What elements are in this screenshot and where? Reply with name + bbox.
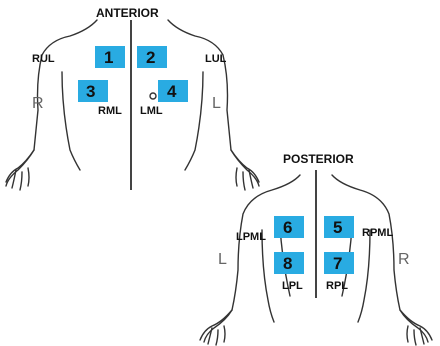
zone-5-number: 5	[333, 218, 342, 237]
label-rpl: RPL	[326, 280, 348, 292]
zone-8-number: 8	[283, 254, 292, 273]
posterior-title: POSTERIOR	[283, 152, 354, 166]
zone-8: 8	[274, 252, 304, 274]
zone-4: 4	[158, 80, 188, 102]
anterior-right-hand	[6, 150, 34, 190]
zone-2-number: 2	[146, 48, 155, 67]
anterior-figure: ANTERIOR RUL LUL RML LML R L 1 2 3 4	[6, 6, 259, 190]
label-posterior-left-side: L	[218, 251, 227, 268]
label-anterior-left-side: L	[212, 95, 221, 112]
zone-1-number: 1	[104, 48, 113, 67]
zone-3-number: 3	[86, 82, 95, 101]
label-lml: LML	[140, 105, 163, 117]
zone-2: 2	[137, 46, 167, 68]
posterior-figure: POSTERIOR LPML RPML LPL RPL L R 6 5 8 7	[200, 152, 432, 345]
label-lpml: LPML	[236, 231, 266, 243]
zone-5: 5	[324, 216, 354, 238]
label-lul: LUL	[205, 53, 227, 65]
zone-3: 3	[78, 80, 108, 102]
zone-6: 6	[274, 216, 304, 238]
label-rml: RML	[98, 105, 122, 117]
zone-1: 1	[95, 46, 125, 68]
label-rul: RUL	[32, 53, 55, 65]
zone-6-number: 6	[283, 218, 292, 237]
label-lpl: LPL	[282, 280, 303, 292]
zone-4-number: 4	[167, 82, 177, 101]
anterior-nipple-left	[150, 93, 156, 99]
anterior-title: ANTERIOR	[96, 6, 159, 20]
label-anterior-right-side: R	[32, 95, 44, 112]
label-posterior-right-side: R	[398, 251, 410, 268]
anterior-left-hand	[231, 150, 259, 190]
anterior-body-outline	[6, 20, 259, 186]
zone-7: 7	[324, 252, 354, 274]
zone-7-number: 7	[333, 254, 342, 273]
label-rpml: RPML	[362, 227, 393, 239]
